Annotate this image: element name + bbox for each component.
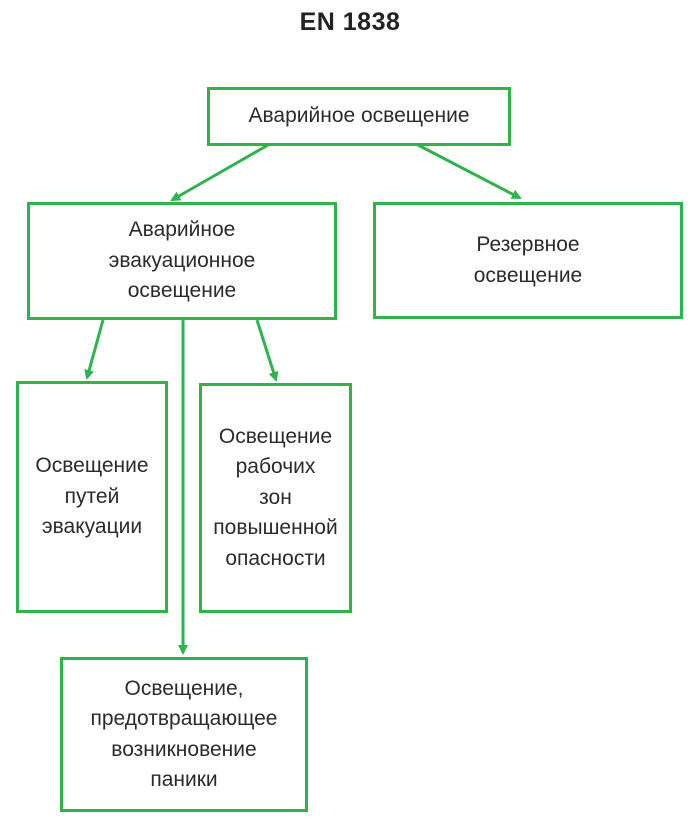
node-anti-panic-lighting: Освещение, предотвращающее возникновение… <box>60 657 308 812</box>
node-escape-lighting: Аварийное эвакуационное освещение <box>27 202 337 320</box>
arrow-to-standby-lighting <box>417 143 522 200</box>
node-high-risk-task-lighting: Освещение рабочих зон повышенной опаснос… <box>199 383 352 613</box>
node-escape-route-lighting: Освещение путей эвакуации <box>16 381 168 613</box>
node-escape-lighting-label: Аварийное эвакуационное освещение <box>108 218 256 303</box>
node-emergency-lighting-label: Аварийное освещение <box>248 104 470 128</box>
node-standby-lighting: Резервное освещение <box>373 202 683 319</box>
node-high-risk-task-lighting-label: Освещение рабочих зон повышенной опаснос… <box>213 424 338 570</box>
arrow-to-escape-lighting <box>170 143 269 202</box>
arrow-to-high-risk-task-lighting <box>255 319 279 382</box>
node-escape-route-lighting-label: Освещение путей эвакуации <box>35 454 149 539</box>
arrow-to-escape-route-lighting <box>84 319 105 380</box>
node-emergency-lighting: Аварийное освещение <box>207 87 511 146</box>
node-anti-panic-lighting-label: Освещение, предотвращающее возникновение… <box>90 676 278 791</box>
diagram-title: EN 1838 <box>299 8 401 36</box>
node-standby-lighting-label: Резервное освещение <box>473 233 583 287</box>
